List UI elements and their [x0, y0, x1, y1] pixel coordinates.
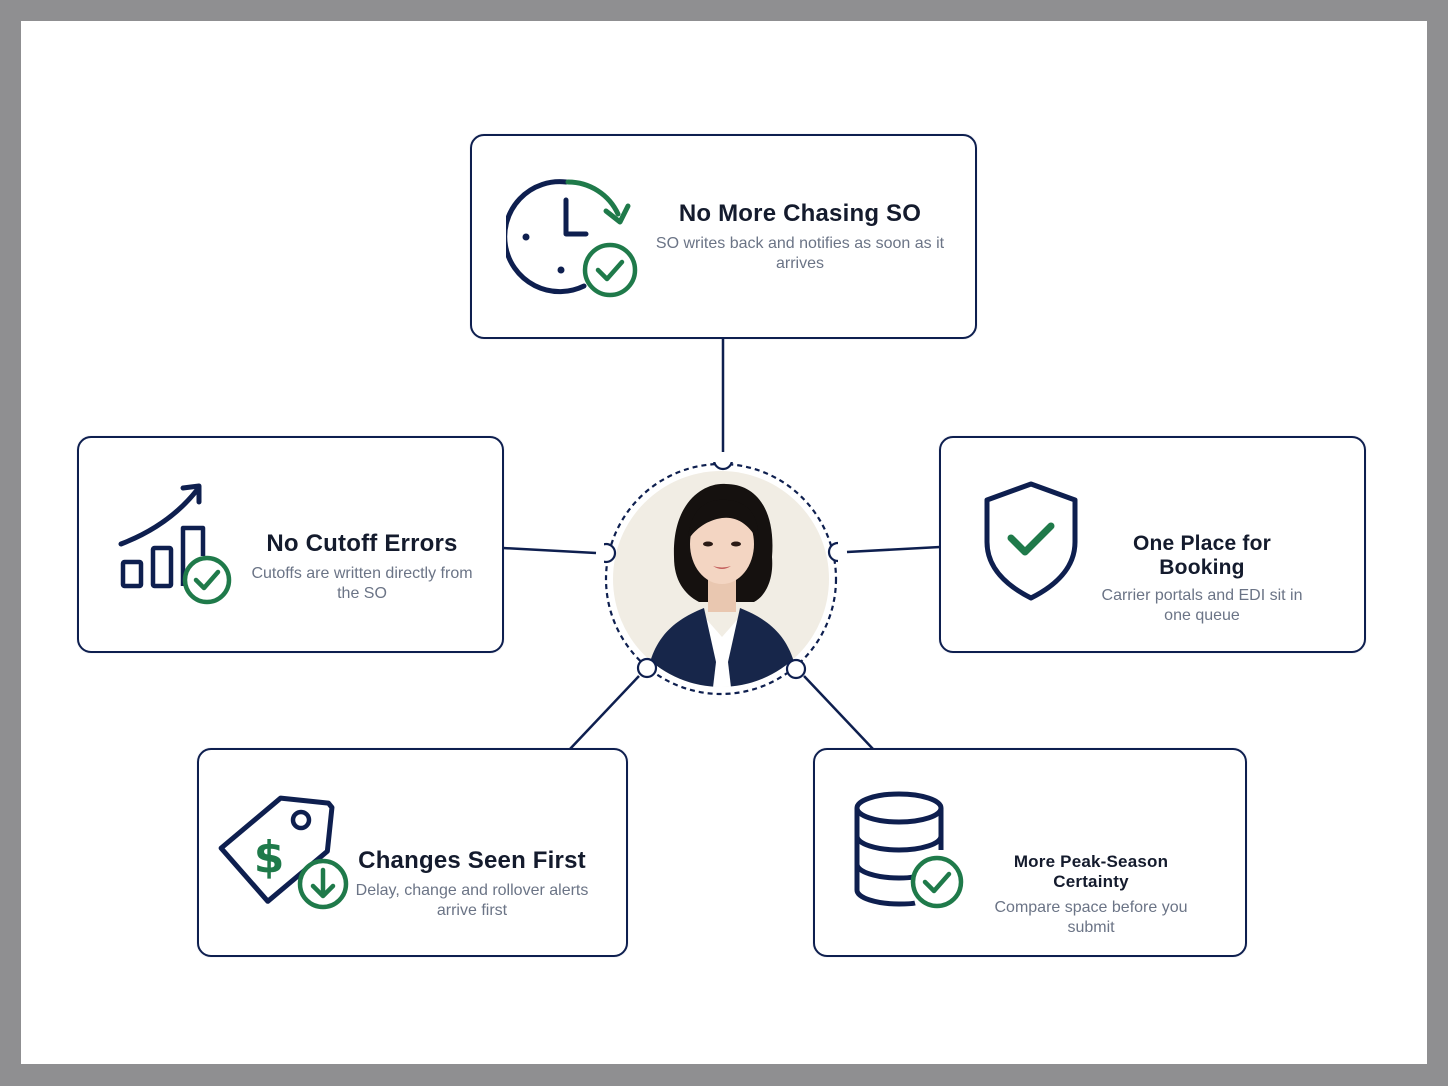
card-title: No More Chasing SO [678, 200, 922, 227]
growth-chart-check-icon [117, 482, 237, 607]
card-title: More Peak-Season Certainty [1013, 852, 1169, 891]
svg-text:$: $ [254, 832, 285, 883]
card-description: Delay, change and rollover alerts arrive… [355, 882, 589, 919]
card-title: Changes Seen First [358, 847, 586, 874]
card-title: No Cutoff Errors [266, 530, 458, 557]
clock-refresh-check-icon [502, 174, 641, 304]
connector-left [502, 546, 597, 555]
shield-check-icon [981, 478, 1081, 603]
card-description: Carrier portals and EDI sit in one queue [1101, 587, 1303, 624]
card-no-cutoff-errors: No Cutoff Errors Cutoffs are written dir… [77, 436, 504, 653]
card-more-peak-season-certainty: More Peak-Season Certainty Compare space… [813, 748, 1247, 957]
center-avatar [595, 449, 849, 696]
connector-bottom-left [569, 675, 640, 750]
database-check-icon [853, 790, 973, 915]
card-one-place-for-booking: One Place for Booking Carrier portals an… [939, 436, 1366, 653]
node-left [595, 542, 617, 564]
connector-bottom-right [803, 675, 874, 750]
card-description: Cutoffs are written directly from the SO [251, 565, 473, 602]
card-changes-seen-first: $ Changes Seen First Delay, change and r… [197, 748, 628, 957]
node-bottom-left [636, 657, 658, 679]
connector-right [846, 545, 941, 554]
card-description: SO writes back and notifies as soon as i… [655, 235, 945, 272]
node-top [712, 449, 734, 471]
card-description: Compare space before you submit [994, 899, 1188, 936]
node-bottom-right [785, 658, 807, 680]
card-no-more-chasing-so: No More Chasing SO SO writes back and no… [470, 134, 977, 339]
card-title: One Place for Booking [1133, 532, 1271, 579]
avatar-portrait [644, 483, 800, 687]
node-right [827, 541, 849, 563]
price-tag-dollar-download-icon: $ [217, 792, 352, 912]
